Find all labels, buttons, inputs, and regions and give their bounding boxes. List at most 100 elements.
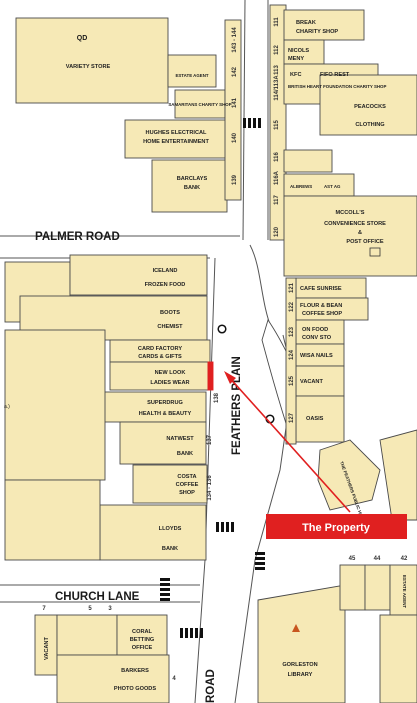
num-120: 120 <box>274 226 280 237</box>
back-building-lower-left <box>4 479 101 561</box>
crossing-church-lane <box>160 578 170 601</box>
small-shops-building <box>56 614 118 656</box>
public-house-block: THE FEATHERS PUBLIC HOUSE <box>317 429 417 526</box>
num-140: 140 <box>232 132 238 143</box>
natwest-building <box>119 421 207 465</box>
newlook-building <box>109 361 209 391</box>
flour-label-1: FLOUR & BEAN <box>300 303 342 309</box>
superdrug-building <box>87 391 207 423</box>
num-139: 139 <box>232 174 238 185</box>
palmer-road-label: PALMER ROAD <box>35 231 120 243</box>
property-highlight <box>207 361 214 391</box>
peacocks-building <box>319 74 417 136</box>
num-114: 114/113A <box>274 75 280 101</box>
num-137: 137 <box>207 434 213 445</box>
small-building <box>283 149 333 173</box>
estate-agent-2-label: ESTATE AGENT <box>402 575 407 608</box>
num-143-144: 143 - 144 <box>232 27 238 53</box>
bottom-right-block: GORLESTON LIBRARY ESTATE AGENT 45 44 42 <box>257 556 417 703</box>
coral-label-2: BETTING <box>130 637 155 643</box>
samaritans-label: SAMARITANS CHARITY SHOP <box>168 102 231 107</box>
barkers-building <box>56 654 170 703</box>
barclays-label-2: BANK <box>184 185 200 191</box>
cardfactory-label-2: CARDS & GIFTS <box>138 354 182 360</box>
callout-arrow-head <box>224 371 236 384</box>
costa-label-3: SHOP <box>179 490 195 496</box>
cafe-sunrise-label: CAFE SUNRISE <box>300 286 342 292</box>
iceland-building <box>69 254 208 296</box>
right-edge-building <box>379 429 417 521</box>
vacant-right-building <box>295 365 345 397</box>
num-112: 112 <box>274 45 280 55</box>
qd-label: QD <box>77 35 88 42</box>
coral-label-1: CORAL <box>132 629 152 635</box>
break-label-1: BREAK <box>296 20 316 26</box>
onfood-label-2: CONV STO <box>302 335 332 341</box>
callout-label: The Property <box>302 522 371 534</box>
newlook-label-2: LADIES WEAR <box>150 380 189 386</box>
num-45: 45 <box>349 556 356 562</box>
post-office-icon <box>369 247 381 257</box>
peacocks-label-1: PEACOCKS <box>354 104 386 110</box>
nicols-building <box>283 39 325 65</box>
boots-label-1: BOOTS <box>160 310 180 316</box>
vacant-right-label: VACANT <box>300 379 323 385</box>
qd-building <box>15 17 169 104</box>
peacocks-label-2: CLOTHING <box>355 122 384 128</box>
mccoll-label-2: CONVENIENCE STORE <box>324 221 386 227</box>
numbers-strip-right-lower <box>285 277 297 445</box>
church-lane-label: CHURCH LANE <box>55 591 140 603</box>
estate-agent-label: ESTATE AGENT <box>175 73 208 78</box>
num-4: 4 <box>172 676 176 682</box>
bhf-label: BRITISH HEART FOUNDATION CHARITY SHOP <box>288 84 386 89</box>
callout-arrow-line <box>227 375 351 513</box>
crossing-bottom <box>180 628 203 638</box>
superdrug-label-2: HEALTH & BEAUTY <box>139 411 192 417</box>
hughes-building <box>124 119 228 159</box>
estate-agent-2-building <box>339 564 366 611</box>
nicols-label-1: NICOLS <box>288 48 309 54</box>
num-125: 125 <box>289 375 295 386</box>
left-middle-block: ICELAND FROZEN FOOD BOOTS CHEMIST CARD F… <box>4 254 220 561</box>
costa-label-1: COSTA <box>177 474 196 480</box>
num-116: 116 <box>274 152 280 162</box>
library-label-1: GORLESTON <box>282 662 317 668</box>
variety-store-label: VARIETY STORE <box>66 64 111 70</box>
numbers-strip-right <box>269 4 287 241</box>
crossing-right <box>255 552 265 570</box>
break-building <box>283 9 365 41</box>
num-111: 111 <box>274 17 280 27</box>
barkers-label: BARKERS <box>121 668 149 674</box>
library-label-2: LIBRARY <box>288 672 313 678</box>
kfc-label: KFC <box>290 72 302 78</box>
right-bottom-building <box>379 614 417 703</box>
estate-agent-4-building <box>389 564 417 616</box>
cardfactory-label-1: CARD FACTORY <box>138 346 182 352</box>
road-partial-label: ROAD <box>205 669 217 703</box>
feathers-plain-label: FEATHERS PLAIN <box>231 356 243 455</box>
left-top-block: QD VARIETY STORE ESTATE AGENT SAMARITANS… <box>15 17 242 213</box>
albrews-label: ALBREWS <box>290 184 312 189</box>
iceland-label-1: ICELAND <box>153 268 178 274</box>
ast-label: AST AG <box>324 184 341 189</box>
lloyds-building <box>99 504 207 561</box>
wisa-label: WISA NAILS <box>300 353 333 359</box>
estate-agent-building <box>167 54 217 88</box>
oasis-label: OASIS <box>306 416 324 422</box>
lloyds-label-1: LLOYDS <box>159 526 182 532</box>
iceland-label-2: FROZEN FOOD <box>145 282 186 288</box>
costa-building <box>132 464 208 504</box>
mccoll-label-4: POST OFFICE <box>346 239 384 245</box>
num-138: 138 <box>214 392 220 403</box>
num-113: 113 <box>274 65 280 75</box>
hughes-label-2: HOME ENTERTAINMENT <box>143 139 209 145</box>
num-7: 7 <box>42 606 46 612</box>
num-123: 123 <box>289 326 295 337</box>
oasis-building <box>295 395 345 443</box>
bottom-left-block: VACANT CORAL BETTING OFFICE BARKERS PHOT… <box>34 606 176 703</box>
pedestrian-crossings <box>160 118 265 638</box>
natwest-label-2: BANK <box>177 451 193 457</box>
num-44: 44 <box>374 556 381 562</box>
